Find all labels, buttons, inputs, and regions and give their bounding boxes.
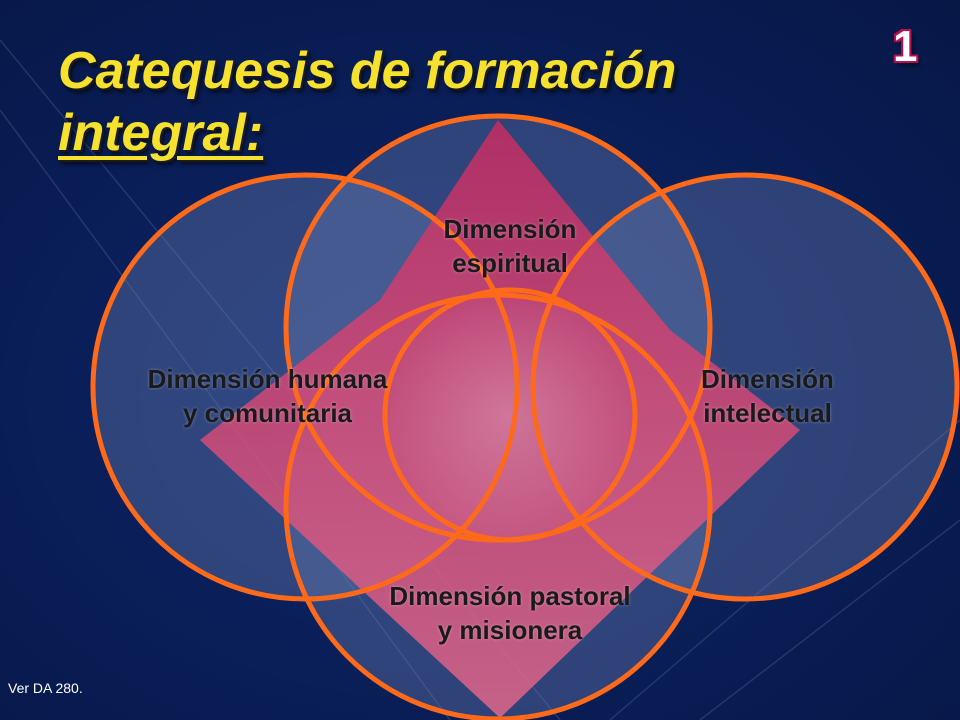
circle-top-outline	[283, 113, 713, 543]
label-human-line-2: y comunitaria	[182, 398, 353, 428]
slide-title: Catequesis de formación integral:	[58, 40, 676, 164]
label-intellectual-line-1: Dimensión	[701, 364, 834, 394]
label-pastoral-line-2: y misionera	[437, 615, 583, 645]
label-spiritual-line-1: Dimensión	[443, 214, 577, 244]
label-pastoral-line-1: Dimensión pastoral	[389, 581, 631, 611]
label-intellectual: Dimensión intelectual	[645, 362, 890, 430]
circle-right-outline	[530, 172, 960, 602]
title-line-1: Catequesis de formación	[58, 42, 677, 100]
title-line-2: integral:	[58, 104, 264, 162]
label-spiritual: Dimensión espiritual	[380, 212, 640, 280]
label-spiritual-line-2: espiritual	[452, 248, 568, 278]
circle-bottom-outline	[283, 292, 713, 720]
label-human-community: Dimensión humana y comunitaria	[95, 362, 440, 430]
label-human-line-1: Dimensión humana	[147, 364, 388, 394]
slide-number: 1	[893, 22, 918, 71]
label-pastoral-missionary: Dimensión pastoral y misionera	[340, 579, 680, 647]
label-intellectual-line-2: intelectual	[703, 398, 832, 428]
footnote: Ver DA 280.	[8, 680, 83, 696]
